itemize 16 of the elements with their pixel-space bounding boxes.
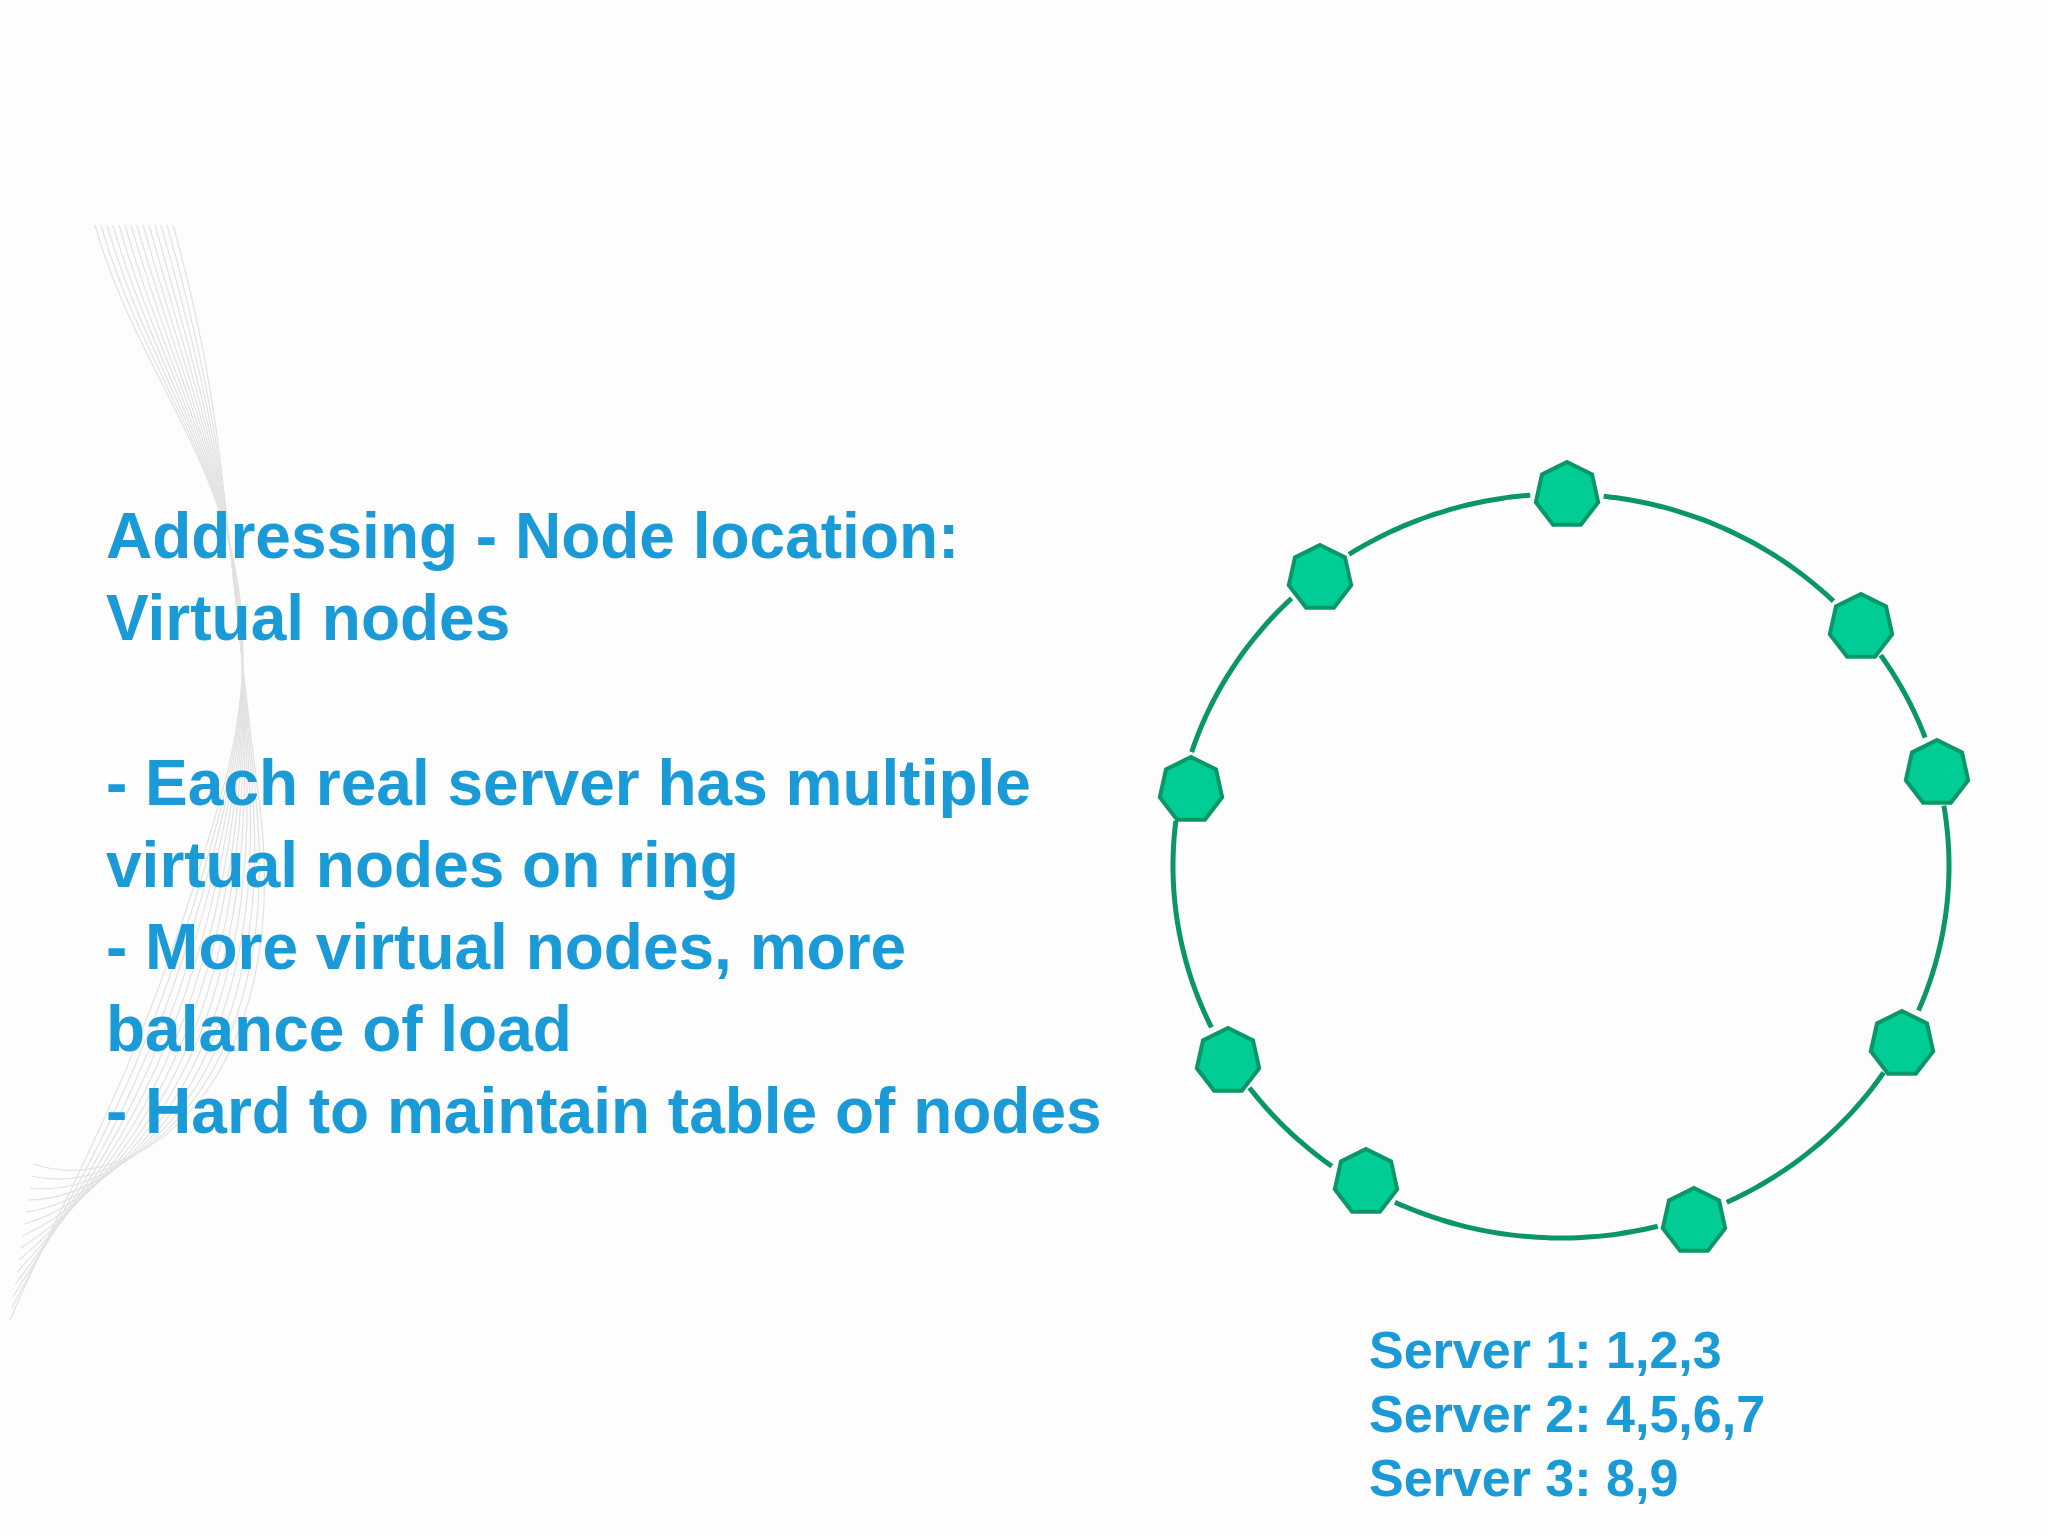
bullet-text: - Each real server has multiple virtual nodes on ring (106, 746, 1032, 903)
server-list-line: Server 1: 1,2,3 (1369, 1320, 1723, 1381)
bullet-text: - Hard to maintain table of nodes (106, 1074, 1103, 1149)
ring-segment (1170, 820, 1214, 1029)
ring-segment (1393, 1199, 1659, 1241)
server-list-line: Server 3: 8,9 (1369, 1448, 1680, 1509)
slide-title: Addressing - Node location: Virtual nodes (106, 499, 961, 656)
ring-segment (1878, 653, 1928, 739)
ring-segment (1725, 1071, 1886, 1205)
ring-segment (1916, 805, 1952, 1012)
bullet-text: - More virtual nodes, more balance of load (106, 910, 908, 1067)
ring-segment (1189, 596, 1294, 753)
ring-segment (1603, 493, 1836, 603)
ring-segment (1247, 1086, 1334, 1169)
ring-segment (1347, 492, 1531, 557)
server-list-line: Server 2: 4,5,6,7 (1369, 1384, 1767, 1445)
